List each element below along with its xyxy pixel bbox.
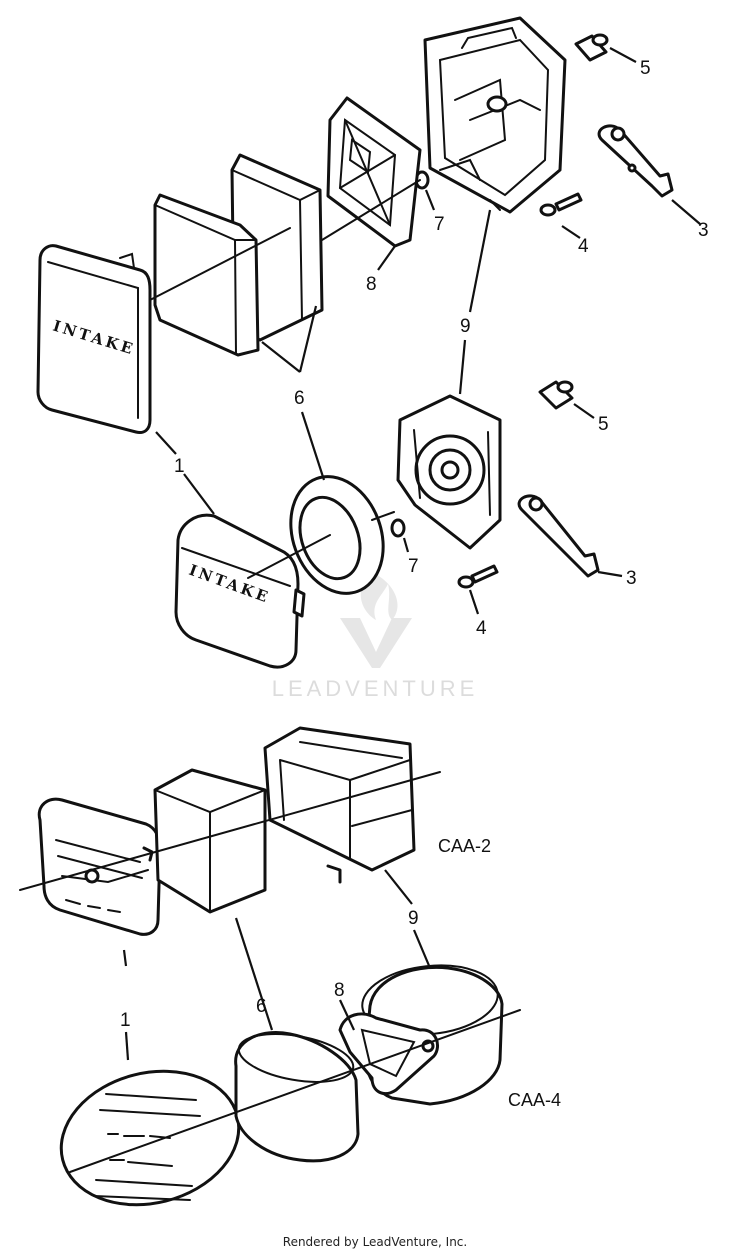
paper-element-round [234,1031,360,1163]
bracket-strap-upper [597,124,674,198]
screw-washer-upper [539,192,583,217]
foam-element-front [153,193,260,357]
callout-3-upper: 3 [698,220,709,241]
callout-5-lower: 5 [598,414,609,435]
assembly-code-caa-2: CAA-2 [438,836,491,856]
callout-9-lower: 9 [408,908,419,929]
watermark-logo-v [340,618,412,668]
round-gasket [338,1012,439,1095]
lockwasher-lower [390,518,406,538]
callout-labels: 5 3 4 7 8 9 6 1 5 7 3 4 CAA-2 9 6 8 1 CA… [120,58,709,1110]
bracket-strap-lower [517,494,600,578]
watermark-text: LEADVENTURE [272,676,479,701]
callout-5-upper: 5 [640,58,651,79]
leader-lines-upper [149,47,701,615]
intake-cover-lower: INTAKE [174,513,306,669]
callout-1-upper: 1 [174,456,185,477]
callout-4-lower: 4 [476,618,487,639]
round-cover [59,1069,241,1207]
leader-lines-lower [19,771,521,1173]
callout-6-upper: 6 [294,388,305,409]
rear-bracket-lower [396,394,502,550]
paper-element-square [153,768,267,914]
intake-cover-upper: INTAKE [36,244,152,434]
callout-7-upper: 7 [434,214,445,235]
screw-washer-lower [457,564,499,589]
square-housing [263,726,416,884]
callout-4-upper: 4 [578,236,589,257]
gasket-plate [326,96,422,248]
spacer-sleeve-upper [574,33,609,62]
callout-8-lower: 8 [334,980,345,1001]
foam-ring [289,475,385,595]
callout-8: 8 [366,274,377,295]
spacer-sleeve-lower [538,380,574,410]
callout-3-lower: 3 [626,568,637,589]
rear-bracket-upper [423,16,567,214]
assembly-code-caa-4: CAA-4 [508,1090,561,1110]
footer-credit: Rendered by LeadVenture, Inc. [283,1235,467,1249]
callout-7-lower: 7 [408,556,419,577]
leadventure-watermark: LEADVENTURE [272,572,479,701]
callout-1-lower: 1 [120,1010,131,1031]
callout-9-upper: 9 [460,316,471,337]
callout-6-lower: 6 [256,996,267,1017]
